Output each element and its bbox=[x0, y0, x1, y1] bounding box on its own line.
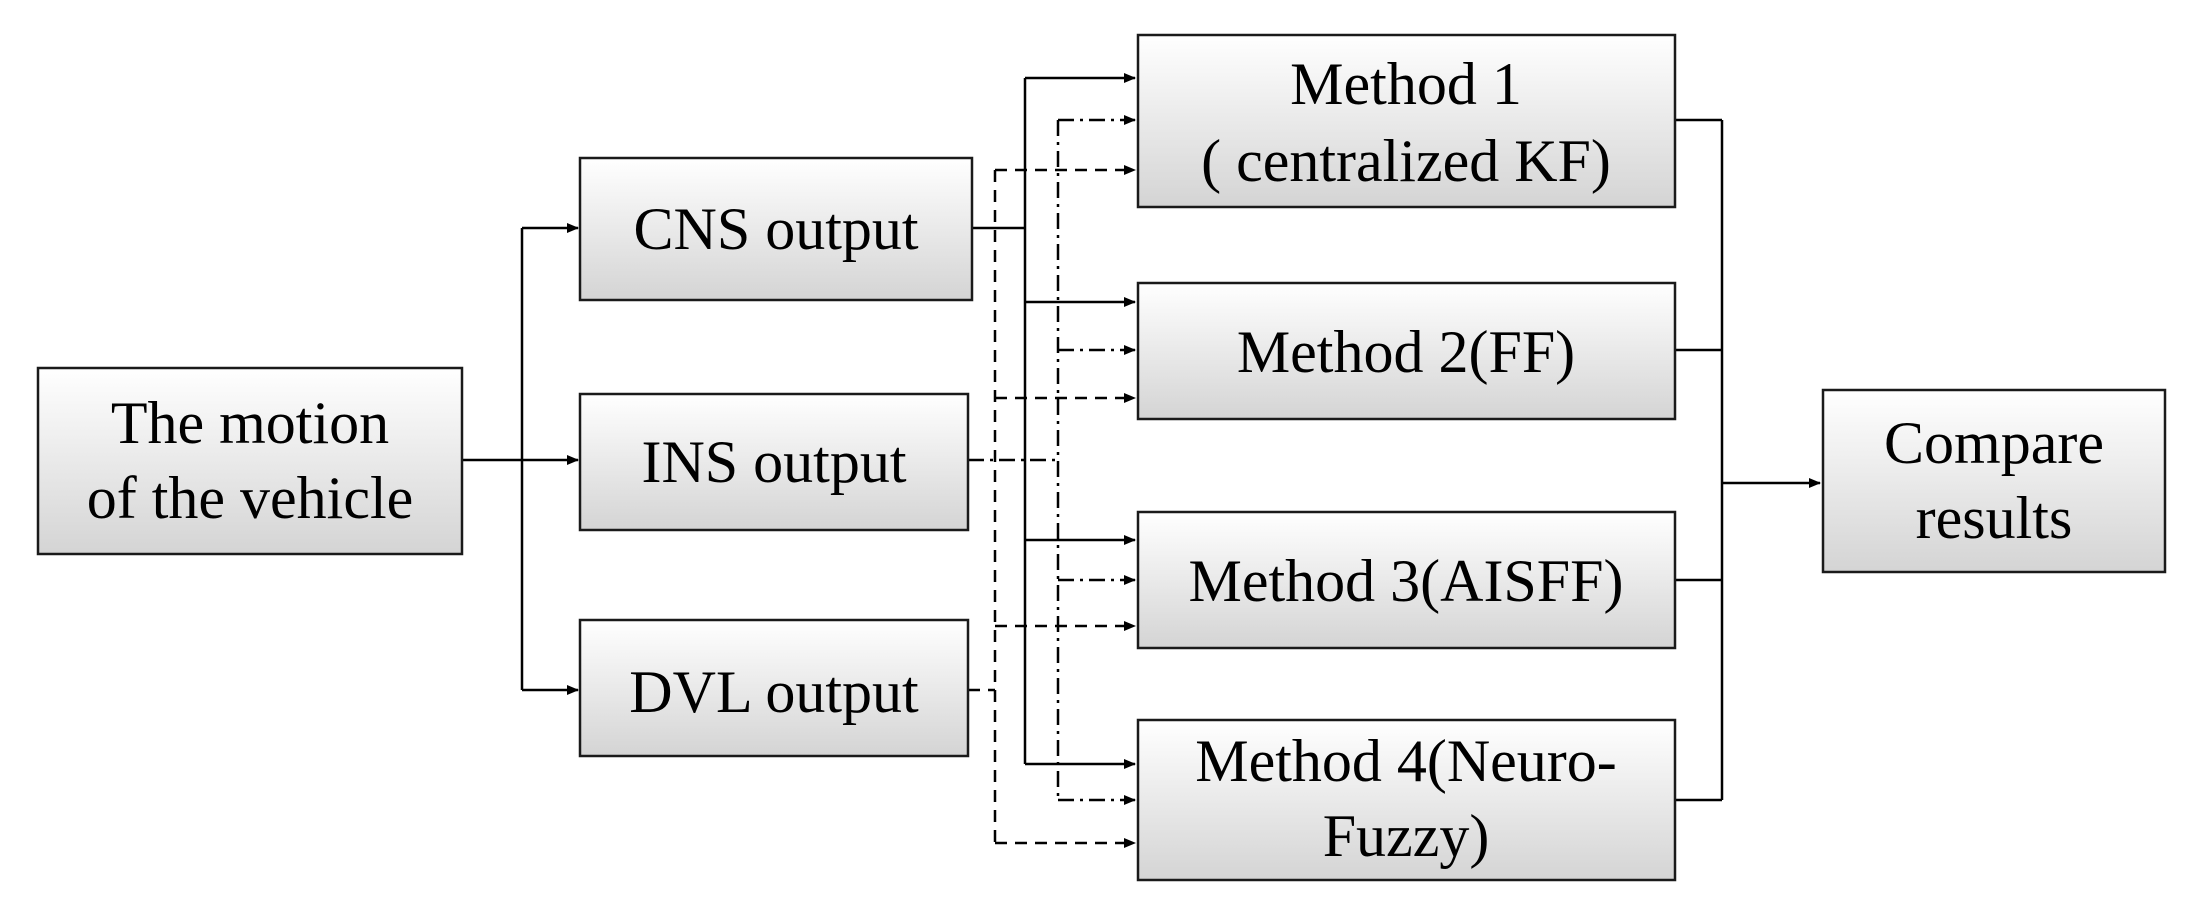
svg-text:DVL output: DVL output bbox=[629, 659, 919, 725]
node-dvl: DVL output bbox=[578, 618, 970, 758]
connectors bbox=[462, 73, 1821, 848]
node-ins-box bbox=[578, 392, 970, 532]
edge-dvl-bus bbox=[968, 170, 997, 843]
node-cns-box bbox=[578, 156, 974, 302]
node-method-2: Method 2(FF) bbox=[1136, 281, 1677, 421]
node-method-1: Method 1 ( centralized KF) bbox=[1136, 33, 1677, 209]
svg-text:Method 2(FF): Method 2(FF) bbox=[1237, 319, 1575, 385]
svg-text:Method 3(AISFF): Method 3(AISFF) bbox=[1188, 548, 1623, 614]
node-method-3: Method 3(AISFF) bbox=[1136, 510, 1677, 650]
svg-text:Compare: Compare bbox=[1884, 410, 2104, 476]
svg-text:INS output: INS output bbox=[641, 429, 906, 495]
node-method-3-box bbox=[1136, 510, 1677, 650]
node-method-2-box bbox=[1136, 281, 1677, 421]
svg-text:results: results bbox=[1916, 485, 2073, 551]
node-motion: The motion of the vehicle bbox=[36, 366, 464, 556]
node-motion-line-1: The motion bbox=[111, 390, 389, 456]
node-method-4-line-2: Fuzzy) bbox=[1323, 803, 1490, 869]
node-compare-box bbox=[1821, 388, 2167, 574]
svg-text:Method 4(Neuro-: Method 4(Neuro- bbox=[1195, 728, 1617, 794]
node-motion-box bbox=[36, 366, 464, 556]
node-dvl-box bbox=[578, 618, 970, 758]
node-method-1-box bbox=[1136, 33, 1677, 209]
node-motion-line-2: of the vehicle bbox=[87, 465, 414, 531]
edge-ins-bus bbox=[968, 120, 1060, 800]
node-method-4: Method 4(Neuro- Fuzzy) bbox=[1136, 718, 1677, 882]
node-compare: Compare results bbox=[1821, 388, 2167, 574]
svg-text:CNS output: CNS output bbox=[633, 196, 918, 262]
node-cns: CNS output bbox=[578, 156, 974, 302]
svg-text:of the vehicle: of the vehicle bbox=[87, 465, 414, 531]
edge-methods-bus bbox=[1675, 118, 1724, 802]
svg-text:Fuzzy): Fuzzy) bbox=[1323, 803, 1490, 869]
node-cns-line-1: CNS output bbox=[633, 196, 918, 262]
svg-text:( centralized KF): ( centralized KF) bbox=[1201, 128, 1611, 194]
node-ins: INS output bbox=[578, 392, 970, 532]
node-dvl-line-1: DVL output bbox=[629, 659, 919, 725]
node-method-1-line-1: Method 1 bbox=[1290, 51, 1522, 117]
svg-text:Method 1: Method 1 bbox=[1290, 51, 1522, 117]
node-method-4-box bbox=[1136, 718, 1677, 882]
node-method-1-line-2: ( centralized KF) bbox=[1201, 128, 1611, 194]
node-ins-line-1: INS output bbox=[641, 429, 906, 495]
svg-text:The motion: The motion bbox=[111, 390, 389, 456]
node-compare-line-2: results bbox=[1916, 485, 2073, 551]
node-method-3-line-1: Method 3(AISFF) bbox=[1188, 548, 1623, 614]
node-method-4-line-1: Method 4(Neuro- bbox=[1195, 728, 1617, 794]
node-method-2-line-1: Method 2(FF) bbox=[1237, 319, 1575, 385]
edge-cns-bus bbox=[972, 78, 1027, 764]
node-compare-line-1: Compare bbox=[1884, 410, 2104, 476]
